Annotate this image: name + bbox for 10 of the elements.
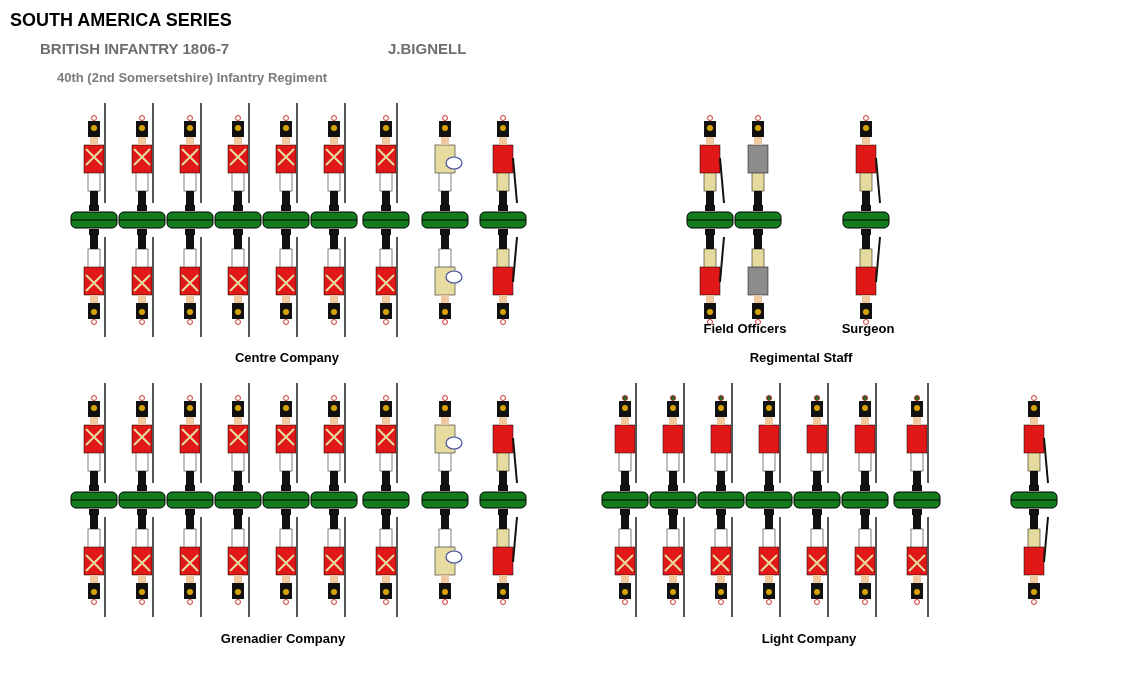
group-caption: Centre Company	[235, 350, 339, 365]
group-caption: Regimental Staff	[749, 350, 853, 365]
group-caption: Grenadier Company	[220, 631, 346, 646]
regiment-name: 40th (2nd Somersetshire) Infantry Regiment	[57, 70, 328, 85]
group-caption: Field Officers	[703, 321, 787, 336]
group-caption: Light Company	[761, 631, 857, 646]
sheet-title: SOUTH AMERICA SERIES	[10, 10, 232, 31]
author-name: J.BIGNELL	[388, 40, 467, 57]
subtitle: BRITISH INFANTRY 1806-7	[40, 40, 230, 57]
group-caption: Surgeon	[841, 321, 895, 336]
